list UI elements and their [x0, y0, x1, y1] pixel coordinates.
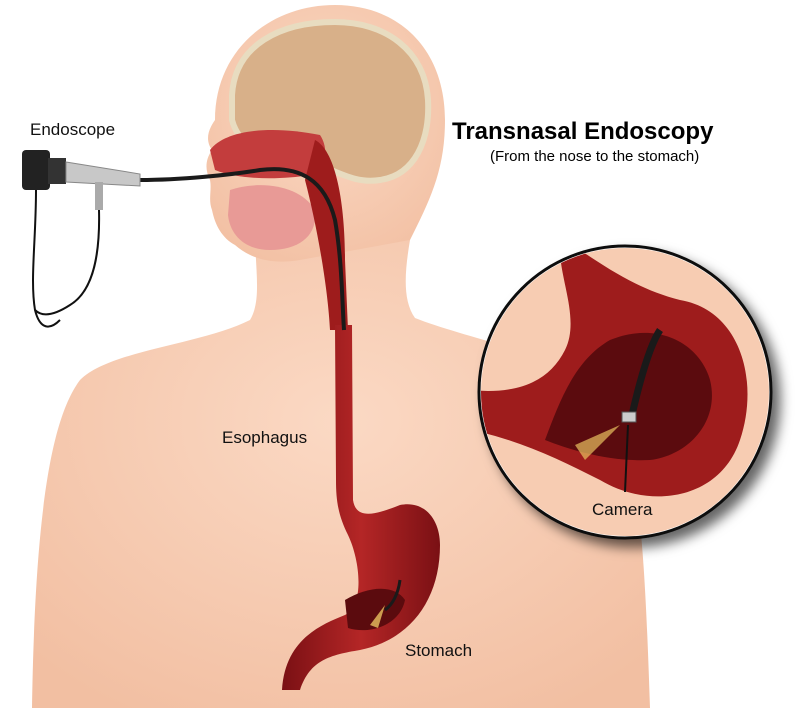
label-camera: Camera: [592, 500, 653, 519]
stomach-camera-light: [370, 605, 385, 628]
nasal-cavity: [210, 130, 326, 179]
mouth-tongue: [228, 185, 316, 250]
magnified-view: [477, 244, 773, 540]
title: Transnasal Endoscopy: [452, 118, 714, 145]
subtitle: (From the nose to the stomach): [490, 148, 700, 165]
label-esophagus: Esophagus: [222, 428, 308, 447]
pharynx: [305, 140, 348, 330]
endoscope-tube-stomach: [384, 579, 402, 612]
endoscope-tube: [139, 167, 346, 331]
stomach-inner: [345, 588, 405, 631]
label-endoscope: Endoscope: [30, 120, 116, 139]
endoscope-handle: [22, 150, 141, 328]
label-stomach: Stomach: [405, 641, 473, 660]
